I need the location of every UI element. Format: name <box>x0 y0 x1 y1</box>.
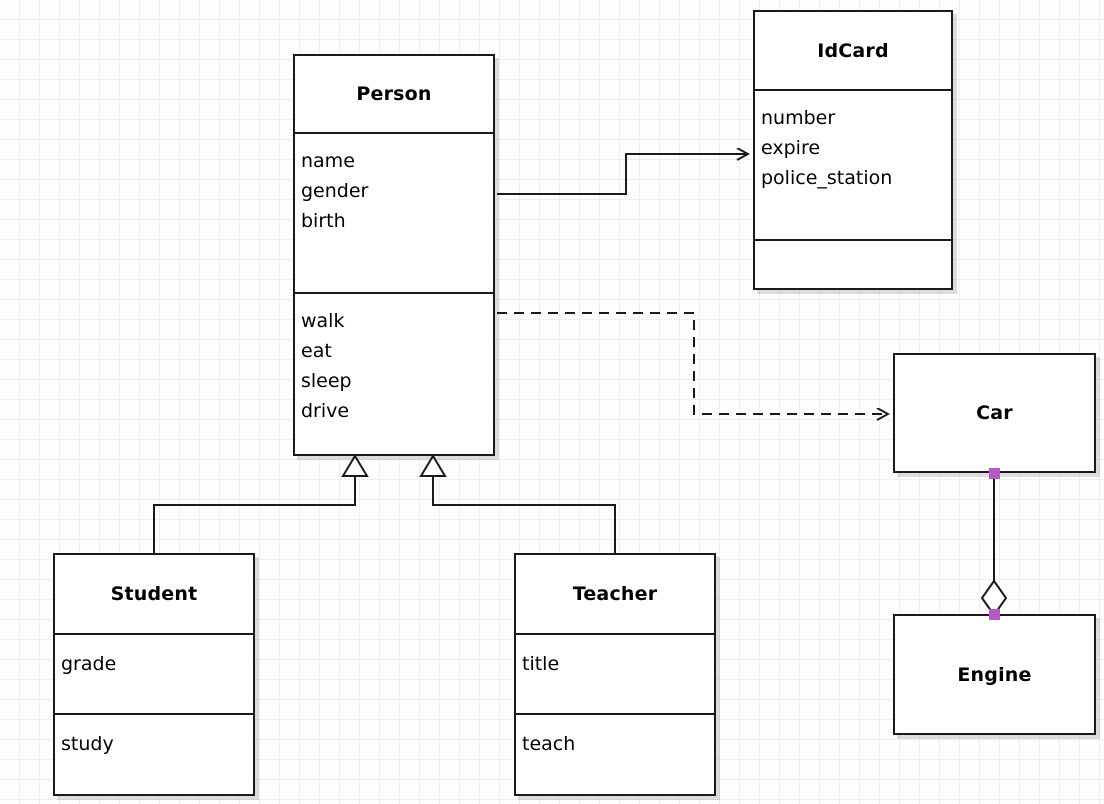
operation-item: eat <box>301 340 332 362</box>
operation-item: walk <box>301 310 345 332</box>
attribute-item: title <box>522 653 560 675</box>
attribute-item: police_station <box>761 167 893 189</box>
attributes-compartment-teacher: title <box>516 633 714 713</box>
edge-person-idcard <box>497 154 748 195</box>
class-name-car: Car <box>976 402 1013 424</box>
class-name-compartment-teacher: Teacher <box>516 555 714 633</box>
uml-class-engine[interactable]: Engine <box>893 614 1096 735</box>
operations-compartment-person: walk eat sleep drive <box>295 292 493 454</box>
attribute-item: name <box>301 150 355 172</box>
operations-compartment-student: study <box>55 713 253 794</box>
class-name-compartment-person: Person <box>295 56 493 132</box>
connection-handle-engine-top[interactable] <box>989 609 1000 620</box>
attributes-compartment-student: grade <box>55 633 253 713</box>
operation-item: teach <box>522 733 576 755</box>
attribute-item: expire <box>761 137 821 159</box>
class-name-student: Student <box>110 583 198 605</box>
class-name-compartment-idcard: IdCard <box>755 12 951 89</box>
class-name-engine: Engine <box>957 663 1032 686</box>
uml-class-teacher[interactable]: Teacher title teach <box>514 553 716 796</box>
connection-handle-car-bottom[interactable] <box>989 468 1000 479</box>
class-name-person: Person <box>356 83 432 105</box>
edge-teacher-person <box>419 454 616 555</box>
operation-item: drive <box>301 400 350 422</box>
uml-class-car[interactable]: Car <box>893 353 1096 473</box>
uml-class-person[interactable]: Person name gender birth walk eat sleep … <box>293 54 495 456</box>
edge-student-person <box>153 454 369 555</box>
edge-person-car <box>497 312 888 414</box>
edge-car-engine <box>980 473 1008 617</box>
attributes-compartment-person: name gender birth <box>295 132 493 292</box>
operation-item: sleep <box>301 370 352 392</box>
class-name-teacher: Teacher <box>572 583 658 605</box>
class-name-compartment-engine: Engine <box>895 616 1094 733</box>
class-name-compartment-car: Car <box>895 355 1094 471</box>
attributes-compartment-idcard: number expire police_station <box>755 89 951 239</box>
operations-compartment-idcard <box>755 239 951 288</box>
class-name-idcard: IdCard <box>817 39 889 62</box>
uml-class-student[interactable]: Student grade study <box>53 553 255 796</box>
operation-item: study <box>61 733 114 755</box>
class-name-compartment-student: Student <box>55 555 253 633</box>
attribute-item: grade <box>61 653 117 675</box>
attribute-item: gender <box>301 180 369 202</box>
uml-class-idcard[interactable]: IdCard number expire police_station <box>753 10 953 290</box>
attribute-item: birth <box>301 210 346 232</box>
attribute-item: number <box>761 107 836 129</box>
operations-compartment-teacher: teach <box>516 713 714 794</box>
